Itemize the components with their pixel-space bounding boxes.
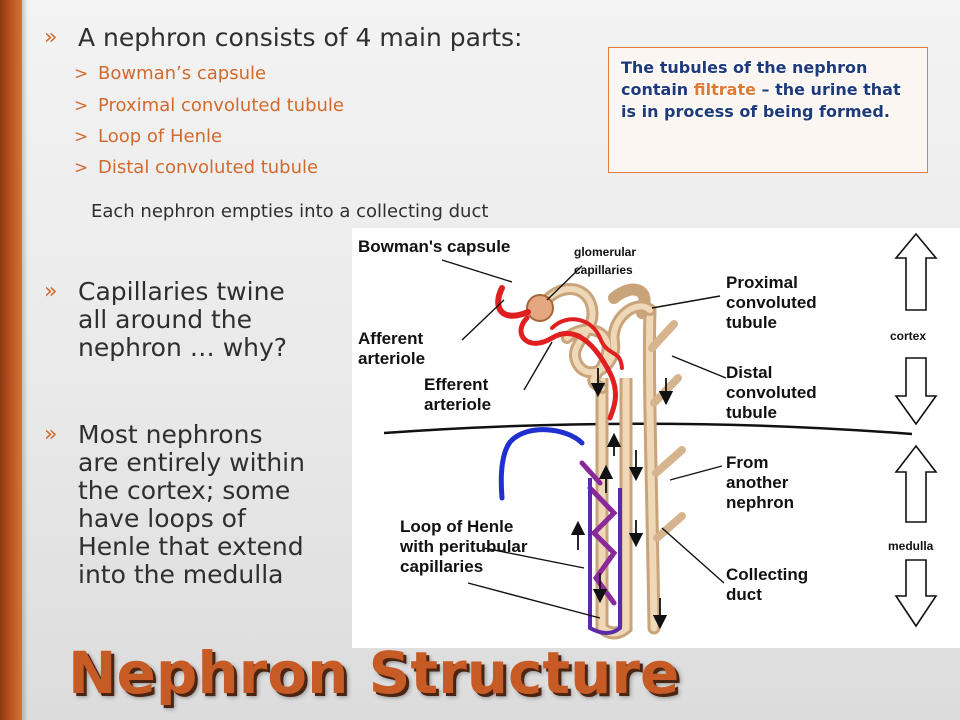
cortex-down-arrow [894,357,938,426]
bullet-capillaries: » Capillaries twine all around the nephr… [44,277,288,362]
sub-bullet-loop: > Loop of Henle [74,126,223,147]
label-afferent-1: Afferent [358,329,424,348]
double-chevron-icon: » [44,25,58,50]
label-distal-3: tubule [726,403,777,422]
label-pointers [441,259,727,619]
label-bowmans-capsule: Bowman's capsule [358,237,510,256]
medulla-up-arrow [894,444,938,523]
label-medulla: medulla [888,539,934,553]
filtrate-callout: The tubules of the nephron contain filtr… [608,47,928,173]
label-from-another-1: From [726,453,769,472]
chevron-right-icon: > [74,127,89,147]
peritubular-capillary-red [550,317,624,370]
label-proximal-2: convoluted [726,293,817,312]
efferent-arteriole [518,315,618,421]
chevron-right-icon: > [74,96,89,116]
chevron-right-icon: > [74,64,89,84]
peritubular-capillary-purple [579,460,618,606]
nephron-diagram-svg: Bowman's capsule glomerular capillaries … [358,232,938,640]
label-distal-2: convoluted [726,383,817,402]
label-proximal-1: Proximal [726,273,798,292]
left-accent-bar [0,0,22,720]
callout-text: The tubules of the nephron contain filtr… [621,58,901,121]
double-chevron-icon: » [44,422,58,447]
label-efferent-1: Efferent [424,375,489,394]
label-proximal-3: tubule [726,313,777,332]
nephron-diagram: Bowman's capsule glomerular capillaries … [352,228,960,648]
sub-bullet-distal: > Distal convoluted tubule [74,157,319,178]
medulla-down-arrow [894,559,938,628]
label-glomerular-2: capillaries [574,263,633,277]
label-cortex: cortex [890,329,926,343]
label-from-another-3: nephron [726,493,794,512]
venule-blue [498,427,585,501]
bullet-parts: » A nephron consists of 4 main parts: [44,23,523,52]
label-loop-3: capillaries [400,557,483,576]
parts-heading: A nephron consists of 4 main parts: [78,23,523,52]
label-efferent-2: arteriole [424,395,491,414]
cortex-up-arrow [894,232,938,311]
flow-arrows [570,368,674,630]
label-collecting-2: duct [726,585,762,604]
bowmans-capsule [526,294,554,322]
label-from-another-2: another [726,473,789,492]
chevron-right-icon: > [74,158,89,178]
sub-bullet-proximal: > Proximal convoluted tubule [74,95,344,116]
sub-bullet-bowmans: > Bowman’s capsule [74,63,267,84]
vasa-recta [588,478,622,635]
left-accent-bar-shadow [22,0,28,720]
label-distal-1: Distal [726,363,772,382]
label-afferent-2: arteriole [358,349,425,368]
afferent-arteriole [495,285,531,319]
bullet-medulla: » Most nephrons are entirely within the … [44,420,305,589]
label-loop-2: with peritubular [399,537,528,556]
label-glomerular-1: glomerular [574,245,636,259]
collecting-duct-note: Each nephron empties into a collecting d… [91,201,489,222]
label-collecting-1: Collecting [726,565,808,584]
callout-highlight: filtrate [693,80,756,99]
double-chevron-icon: » [44,279,58,304]
slide-title: Nephron Structure [68,639,680,707]
label-loop-1: Loop of Henle [400,517,513,536]
